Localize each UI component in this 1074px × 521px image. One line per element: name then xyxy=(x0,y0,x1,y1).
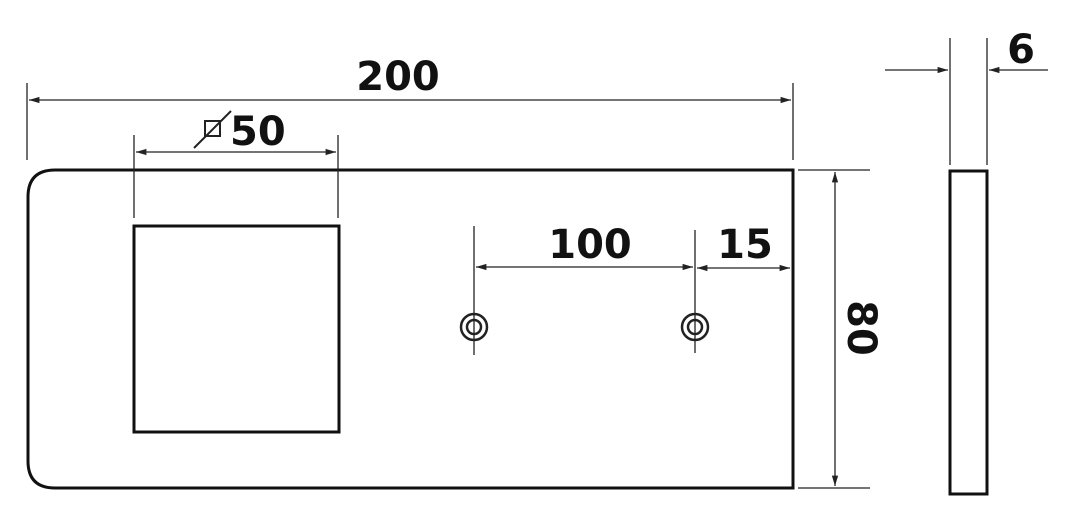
square-cutout xyxy=(132,224,341,434)
side-view-plate xyxy=(948,169,989,496)
square-diameter-symbol-icon xyxy=(193,110,232,149)
dimension-length-label: 200 xyxy=(356,54,440,100)
dimension-length: 200 xyxy=(26,54,794,160)
dimension-hole-offset: 15 xyxy=(697,222,790,272)
dimension-hole-offset-label: 15 xyxy=(717,222,773,268)
dimension-cutout: 50 xyxy=(133,109,339,218)
dimension-thickness: 6 xyxy=(885,27,1048,165)
dimension-height-label: 80 xyxy=(838,300,884,356)
dimension-cutout-label: 50 xyxy=(230,109,286,155)
plate-outline xyxy=(26,168,795,490)
dimension-hole-spacing-label: 100 xyxy=(548,222,632,268)
dimension-hole-spacing: 100 xyxy=(473,222,696,355)
dimension-height: 80 xyxy=(798,169,884,489)
dimension-thickness-label: 6 xyxy=(1007,27,1035,73)
